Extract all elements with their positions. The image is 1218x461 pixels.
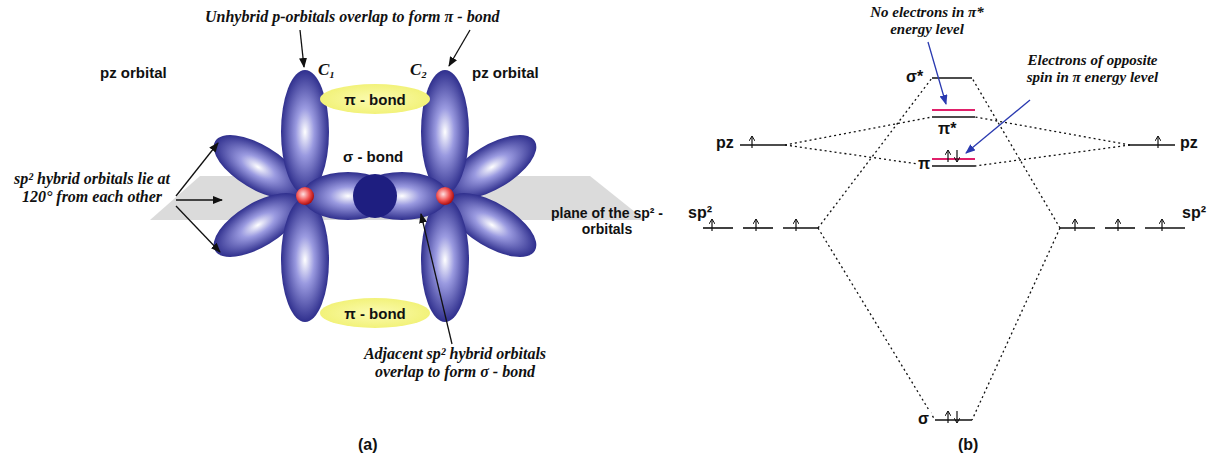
orbital-label: pz: [716, 134, 734, 152]
level-label: π: [916, 155, 932, 173]
panel-label: (b): [958, 436, 978, 454]
annotation: sp² hybrid orbitals lie at 120° from eac…: [12, 170, 172, 207]
energy-levels: [703, 78, 1185, 420]
orbital-label: pz: [1180, 134, 1198, 152]
bond-label: π - bond: [344, 305, 405, 322]
orbital-label: pz orbital: [100, 64, 167, 81]
bond-label: σ - bond: [343, 148, 403, 165]
orbital-label: sp²: [688, 204, 712, 222]
plane-label: plane of the sp² - orbitals: [548, 205, 666, 237]
level-label: π*: [938, 120, 956, 138]
pi-bond-band: π - bond: [320, 84, 430, 114]
annotation: Unhybrid p-orbitals overlap to form π - …: [205, 8, 500, 26]
carbon-atom: [436, 187, 454, 205]
carbon-atom: [296, 187, 314, 205]
atom-label: C₂: [410, 60, 427, 80]
level-label: σ*: [904, 68, 925, 86]
orbital-lobes: [204, 70, 546, 322]
annotation: Adjacent sp² hybrid orbitals overlap to …: [340, 345, 570, 382]
pi-bond-band: π - bond: [320, 298, 430, 328]
panel-label: (a): [358, 436, 378, 454]
bond-label: π - bond: [344, 91, 405, 108]
atom-label: C₁: [318, 60, 335, 80]
annotation-arrows: [928, 42, 1030, 153]
annotation: Electrons of opposite spin in π energy l…: [1025, 52, 1160, 87]
orbital-label: pz orbital: [472, 64, 539, 81]
electron-spins: [712, 136, 1162, 423]
level-label: σ: [916, 410, 931, 428]
correlation-lines: [785, 78, 1130, 420]
leader-arrows: [176, 30, 470, 344]
annotation: No electrons in π* energy level: [862, 4, 992, 39]
orbital-label: sp²: [1182, 204, 1206, 222]
